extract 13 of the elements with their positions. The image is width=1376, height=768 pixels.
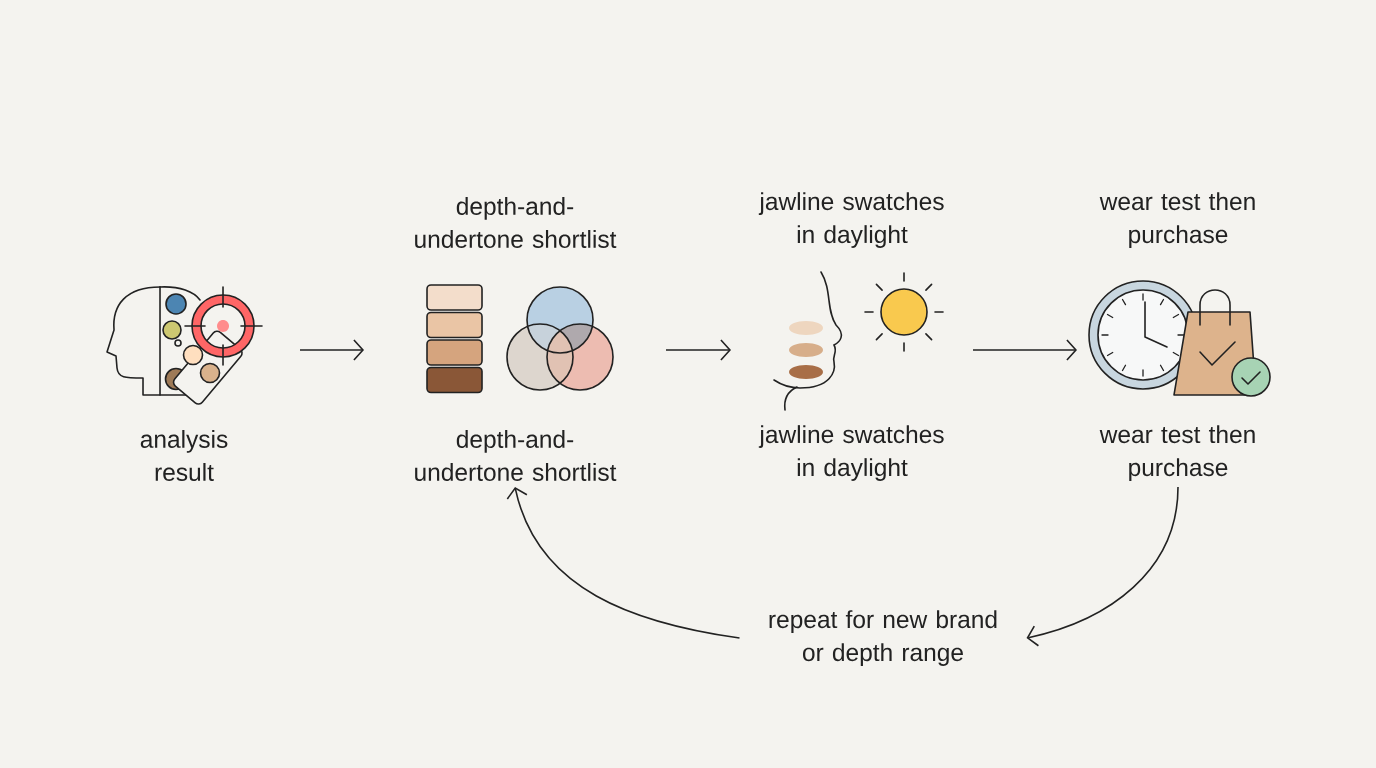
arrow [506,487,741,639]
step-label: depth-and-undertone shortlist [415,197,617,248]
note-text: repeat for new brand or depth range [769,610,997,666]
arrow [972,339,1077,361]
step-label: wear test then purchase [1099,425,1255,481]
step-label: jawline swatches in daylight [758,425,944,481]
arrow [665,339,731,361]
step-label: jawline swatches in daylight [758,192,944,248]
step-label: analysis result [140,430,228,481]
arrow [1026,486,1179,647]
step-label: wear test then purchase [1099,192,1255,248]
step-label: depth-and-undertone shortlist [415,430,617,481]
arrow [299,339,364,361]
